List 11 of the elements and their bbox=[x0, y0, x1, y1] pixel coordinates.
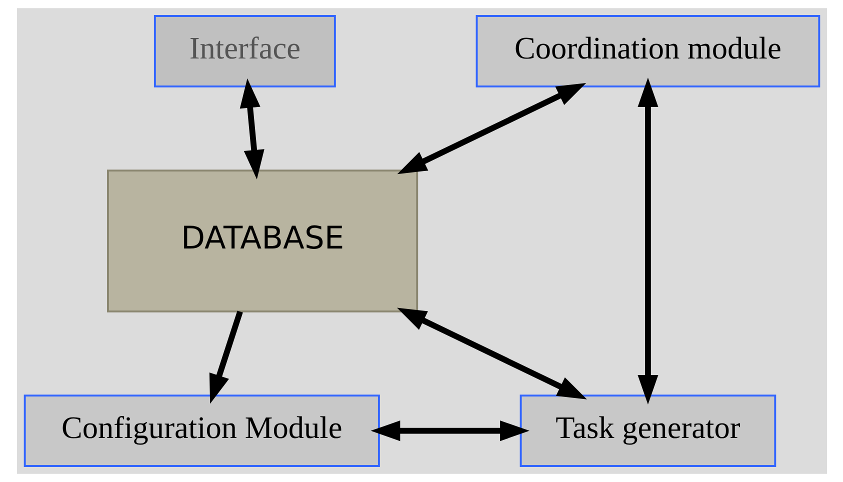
arrow bbox=[396, 82, 586, 174]
node-box: Configuration Module bbox=[23, 394, 380, 467]
arrow bbox=[396, 308, 586, 400]
node-box: Task generator bbox=[519, 394, 776, 467]
arrow bbox=[370, 420, 529, 442]
node-box: Coordination module bbox=[475, 15, 820, 88]
arrow bbox=[637, 78, 658, 404]
node-box: Interface bbox=[153, 15, 336, 88]
arrow bbox=[239, 78, 264, 180]
arrow bbox=[208, 310, 242, 404]
node-box: DATABASE bbox=[106, 170, 418, 312]
